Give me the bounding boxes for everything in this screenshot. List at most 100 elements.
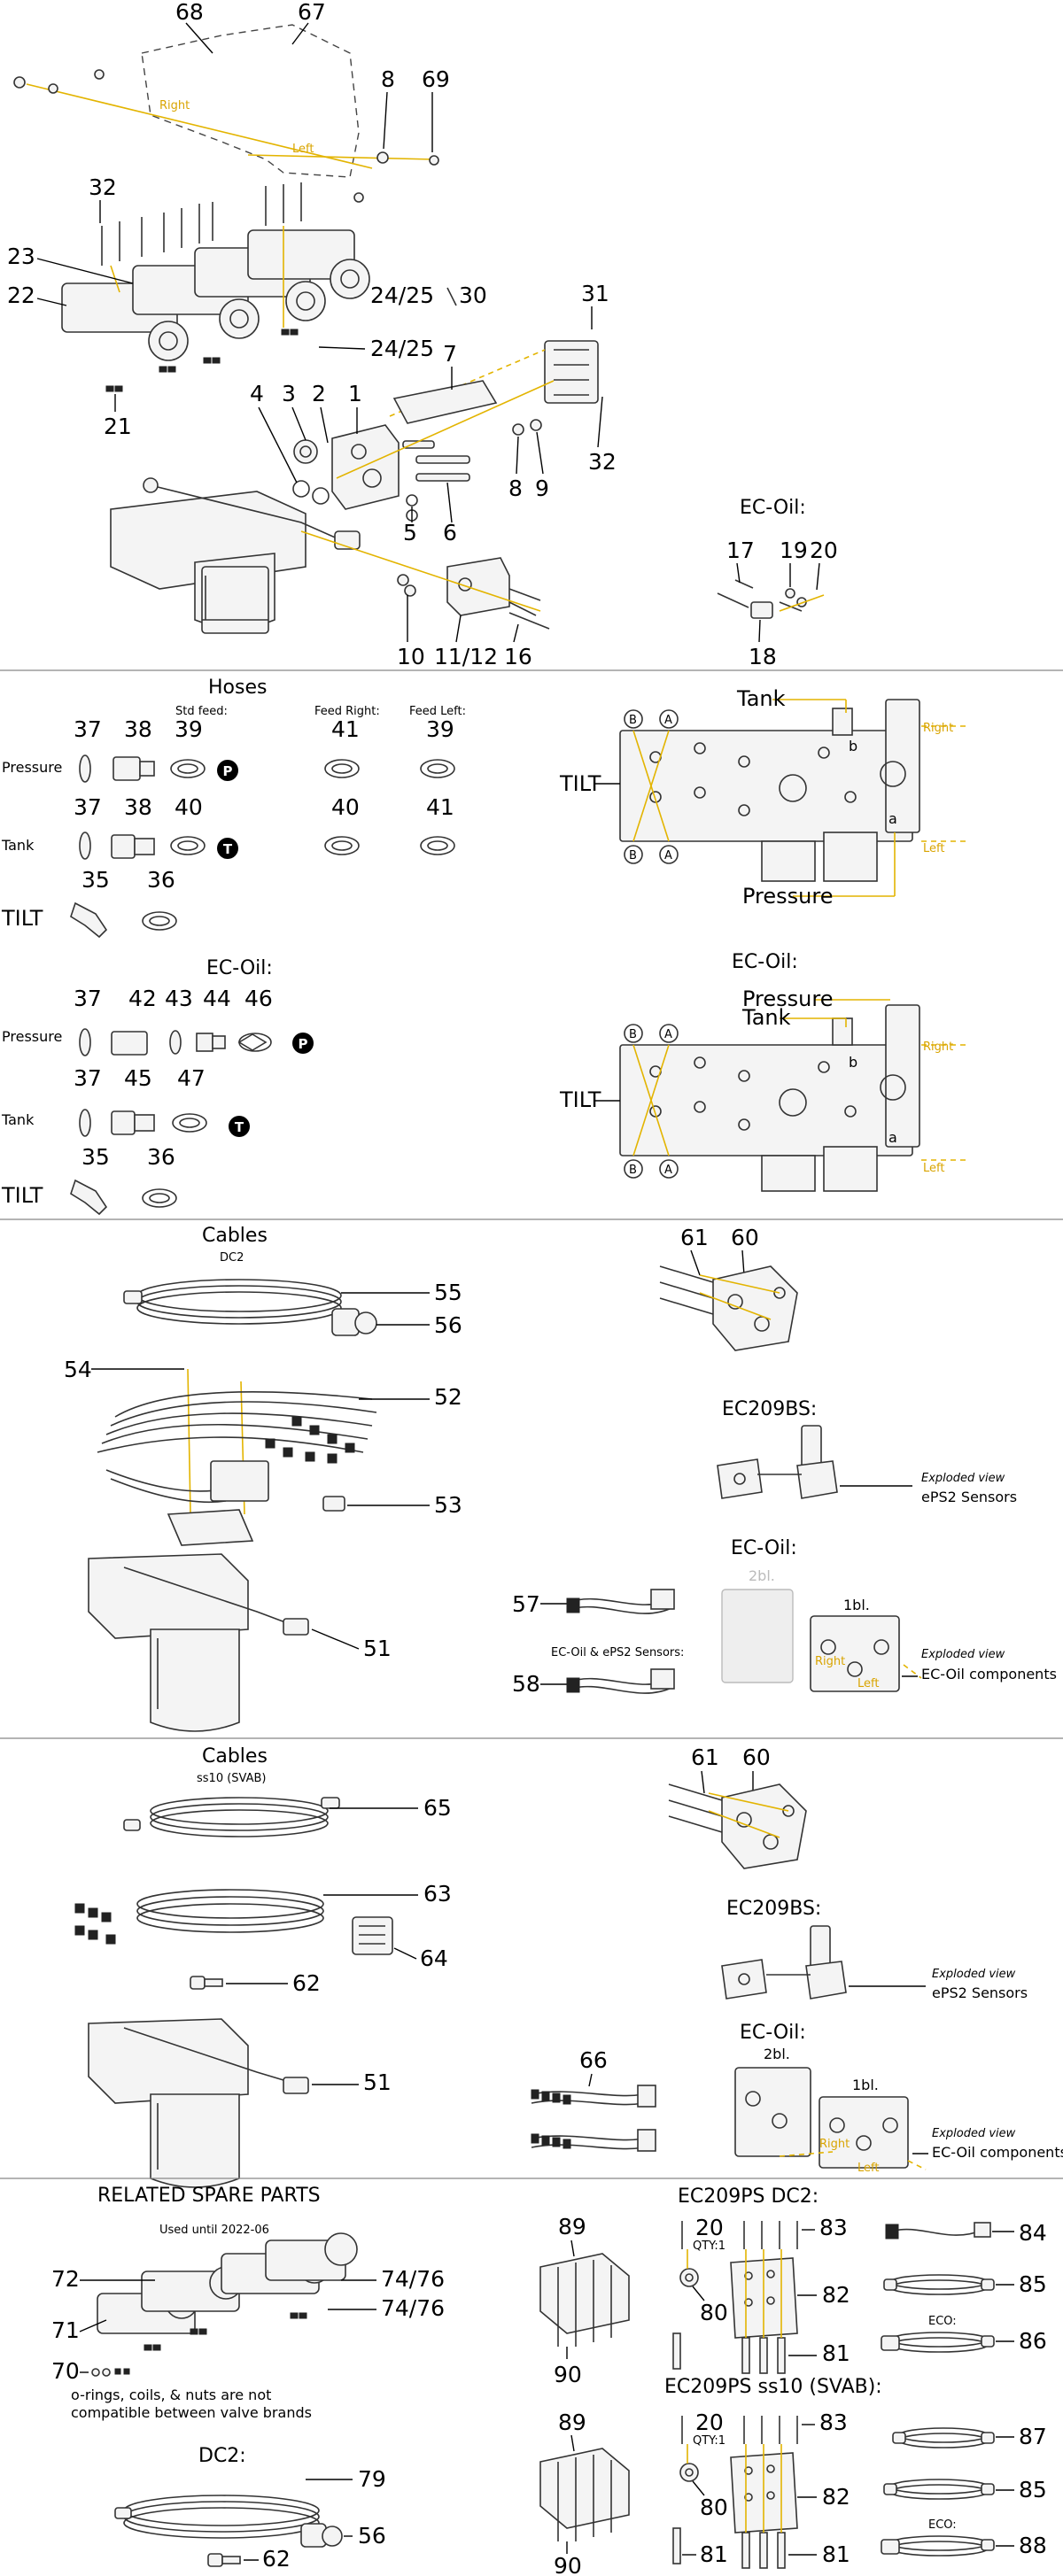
hose-r1-c5: 39 <box>426 716 454 742</box>
ec209bs-title-ss10: EC209BS: <box>726 1898 821 1920</box>
pressure-badge-1-text: P <box>223 763 233 779</box>
exploded-view-label-dc2-b: Exploded view <box>921 1648 1005 1661</box>
callout-10: 10 <box>397 644 425 669</box>
callout-74-76-b: 74/76 <box>381 2295 445 2321</box>
callout-51-ss10: 51 <box>363 2069 392 2095</box>
hose-r1-c4: 41 <box>331 716 360 742</box>
wiring-harness-52 <box>97 1391 377 1504</box>
lower-manifold-assembly <box>110 477 550 634</box>
left-label-dc2: Left <box>857 1677 879 1690</box>
callout-20-ss10: 20 <box>695 2410 724 2435</box>
callout-81-ss10-a: 81 <box>700 2541 728 2567</box>
tank-label-1: Tank <box>1 837 35 854</box>
callout-3: 3 <box>282 381 296 406</box>
hose-r2-c4: 40 <box>331 794 360 820</box>
ecoil-hose-r3-c2: 36 <box>147 1144 175 1170</box>
compat-note-line-1: o-rings, coils, & nuts are not <box>71 2386 271 2403</box>
callout-72: 72 <box>51 2266 80 2292</box>
callout-60-dc2: 60 <box>731 1225 759 1250</box>
callout-62-related: 62 <box>262 2546 291 2572</box>
legacy-solenoid-valves <box>97 2232 358 2351</box>
tank-badge-2 <box>229 1116 250 1137</box>
callout-80-dc2: 80 <box>700 2300 728 2325</box>
ecoil-a-label: a <box>888 1129 897 1146</box>
tank-label-2: Tank <box>1 1111 35 1128</box>
ec209ps-ss10-title: EC209PS ss10 (SVAB): <box>664 2376 882 2398</box>
qty-label-dc2: QTY:1 <box>693 2239 725 2253</box>
hose-r3-c1: 35 <box>81 867 110 893</box>
callout-89-ss10: 89 <box>558 2410 586 2435</box>
hose-r2-c2: 38 <box>124 794 152 820</box>
ecoil-title-dc2: EC-Oil: <box>731 1537 797 1559</box>
callout-74-76-a: 74/76 <box>381 2266 445 2292</box>
cables-ss10-section: Cables ss10 (SVAB) 65 63 64 62 51 <box>74 1745 452 2188</box>
feed-left-label: Feed Left: <box>409 705 466 718</box>
callout-60-ss10: 60 <box>742 1744 771 1770</box>
callout-82-dc2: 82 <box>822 2282 850 2308</box>
callout-85-ss10: 85 <box>1019 2477 1047 2503</box>
ecoil-eps2-label: EC-Oil & ePS2 Sensors: <box>551 1646 684 1659</box>
related-title: RELATED SPARE PARTS <box>97 2185 321 2207</box>
callout-57: 57 <box>512 1591 540 1617</box>
ecoil-pressure-label: Pressure <box>742 986 833 1011</box>
compat-note-line-2: compatible between valve brands <box>71 2404 312 2421</box>
ecoil-hose-r1-c5: 46 <box>244 986 273 1011</box>
ecoil-b-label: b <box>849 1054 857 1071</box>
callout-6: 6 <box>443 520 457 545</box>
eps2-sensors-label-dc2: ePS2 Sensors <box>921 1489 1017 1505</box>
callout-63: 63 <box>423 1881 452 1907</box>
manifold-diagram-std: B A B A Tank Pressure TILT Right Left b … <box>559 686 966 909</box>
callout-8-top: 8 <box>381 66 395 92</box>
std-b-label: b <box>849 738 857 754</box>
ec209bs-title-dc2: EC209BS: <box>722 1398 817 1420</box>
callout-32-left: 32 <box>89 174 117 200</box>
callout-19: 19 <box>780 538 808 563</box>
manifold-diagram-ecoil: EC-Oil: B A B A Pressure Tank TILT Right… <box>559 951 966 1192</box>
std-port-b-top: B <box>629 714 637 727</box>
callout-8-mid: 8 <box>508 476 523 501</box>
ec209ps-dc2-group: EC209PS DC2: 89 90 20 QTY:1 80 83 82 81 … <box>539 2185 1047 2387</box>
callout-58: 58 <box>512 1671 540 1697</box>
bl1-label-ss10: 1bl. <box>852 2077 879 2093</box>
callout-61-dc2: 61 <box>680 1225 709 1250</box>
solenoid-valves-group <box>61 229 370 392</box>
right-label-ss10: Right <box>819 2138 850 2151</box>
ecoil-hose-r1-c1: 37 <box>74 986 102 1011</box>
used-until-label: Used until 2022-06 <box>159 2224 269 2237</box>
hose-r1-c1: 37 <box>74 716 102 742</box>
callout-11-12: 11/12 <box>434 644 498 669</box>
hose-r3-c2: 36 <box>147 867 175 893</box>
hose-r1-c3: 39 <box>175 716 203 742</box>
cables-ss10-subtitle: ss10 (SVAB) <box>197 1772 267 1785</box>
callout-80-ss10: 80 <box>700 2495 728 2520</box>
hose-r2-c1: 37 <box>74 794 102 820</box>
ecoil-port-a-top: A <box>664 1028 672 1041</box>
callout-20: 20 <box>810 538 838 563</box>
callout-20-dc2: 20 <box>695 2215 724 2240</box>
callout-56: 56 <box>434 1312 462 1338</box>
callout-85-dc2: 85 <box>1019 2271 1047 2297</box>
ecoil-hose-r3-c1: 35 <box>81 1144 110 1170</box>
tank-badge-1-text: T <box>223 841 233 857</box>
bl2-label-ss10: 2bl. <box>764 2046 790 2062</box>
callout-4: 4 <box>250 381 264 406</box>
callout-31: 31 <box>581 281 609 306</box>
callout-51-dc2: 51 <box>363 1636 392 1661</box>
callout-82-ss10: 82 <box>822 2484 850 2510</box>
ecoil-hose-r1-c2: 42 <box>128 986 157 1011</box>
ecoil-left-label: Left <box>923 1162 944 1175</box>
bracket-outline <box>141 24 360 178</box>
connector-block <box>389 340 599 417</box>
callout-16: 16 <box>504 644 532 669</box>
callout-71: 71 <box>51 2317 80 2343</box>
callout-90-dc2: 90 <box>554 2362 582 2387</box>
tank-badge-1 <box>217 838 238 859</box>
callout-5: 5 <box>403 520 417 545</box>
callout-32-right: 32 <box>588 449 617 475</box>
callout-64: 64 <box>420 1946 448 1971</box>
ecoil-sensors-ss10: 61 60 EC209BS: Exploded view ePS2 Sensor… <box>531 1744 1063 2175</box>
callout-90-ss10: 90 <box>554 2553 582 2576</box>
hoses-title: Hoses <box>208 677 267 699</box>
callout-66: 66 <box>579 2047 608 2073</box>
callout-22: 22 <box>7 282 35 308</box>
